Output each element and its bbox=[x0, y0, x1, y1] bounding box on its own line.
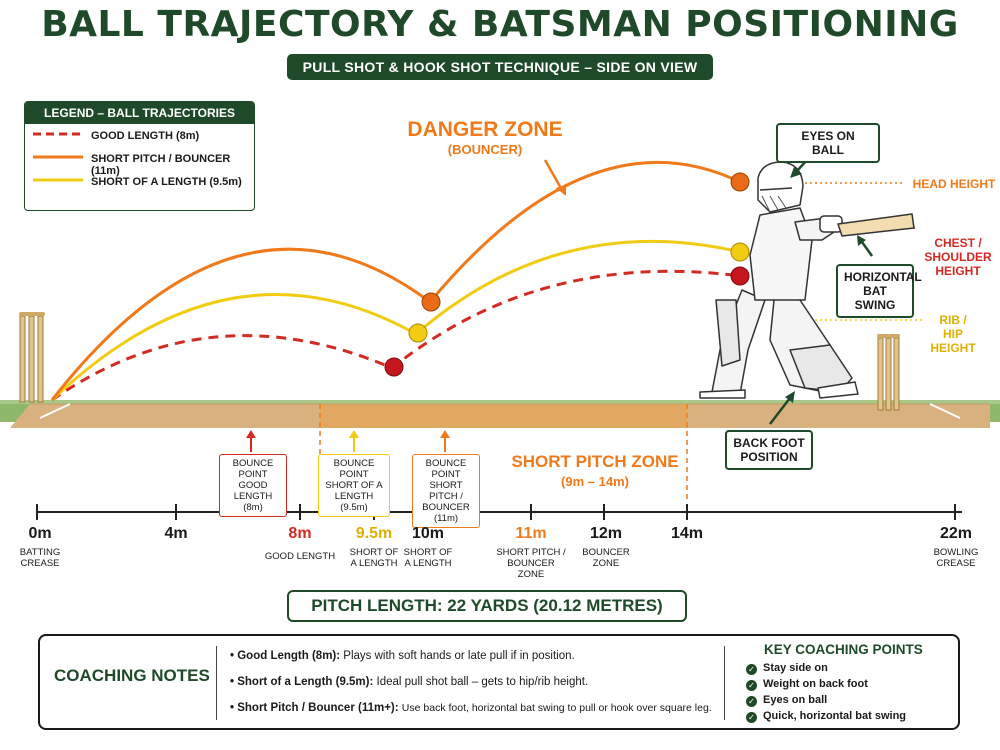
short-pitch-zone-shade bbox=[320, 404, 687, 428]
tick-10m: 10m SHORT OF A LENGTH bbox=[403, 525, 453, 569]
legend-title: LEGEND – BALL TRAJECTORIES bbox=[25, 102, 254, 124]
bowling-stumps bbox=[877, 334, 900, 411]
pitch-length-banner: PITCH LENGTH: 22 YARDS (20.12 METRES) bbox=[287, 590, 687, 622]
key-point-item: ✓Quick, horizontal bat swing bbox=[746, 710, 906, 723]
key-points-title: KEY COACHING POINTS bbox=[764, 642, 923, 657]
danger-zone-label: DANGER ZONE (BOUNCER) bbox=[405, 118, 565, 157]
key-point-item: ✓Weight on back foot bbox=[746, 678, 868, 691]
bounce-box-good-length: BOUNCE POINT GOOD LENGTH (8m) bbox=[219, 454, 287, 517]
danger-zone-subtitle: (BOUNCER) bbox=[447, 142, 523, 157]
legend: LEGEND – BALL TRAJECTORIES GOOD LENGTH (… bbox=[24, 101, 255, 211]
note-short-of-length: • Short of a Length (9.5m): Ideal pull s… bbox=[230, 676, 589, 688]
bounce-box-short-of-length: BOUNCE POINT SHORT OF A LENGTH (9.5m) bbox=[318, 454, 390, 517]
tick-12m: 12m BOUNCER ZONE bbox=[582, 525, 630, 569]
head-height-label: HEAD HEIGHT bbox=[912, 177, 996, 191]
ball-good-bounce bbox=[384, 357, 404, 377]
tick-8m: 8m GOOD LENGTH bbox=[264, 525, 336, 562]
note-bouncer: • Short Pitch / Bouncer (11m+): Use back… bbox=[230, 702, 712, 714]
tick-4m: 4m bbox=[164, 525, 188, 542]
tick-9.5m: 9.5m SHORT OF A LENGTH bbox=[349, 525, 399, 569]
page-title: BALL TRAJECTORY & BATSMAN POSITIONING bbox=[41, 4, 959, 45]
tick-0m: 0m BATTING CREASE bbox=[19, 525, 61, 569]
ball-head bbox=[730, 172, 750, 192]
batting-stumps bbox=[19, 312, 45, 403]
key-point-item: ✓Stay side on bbox=[746, 662, 828, 675]
check-icon: ✓ bbox=[746, 664, 757, 675]
coaching-notes-title: COACHING NOTES bbox=[54, 666, 210, 685]
check-icon: ✓ bbox=[746, 696, 757, 707]
eyes-on-ball-callout: EYES ON BALL bbox=[776, 123, 880, 163]
note-good-length: • Good Length (8m): Plays with soft hand… bbox=[230, 650, 575, 662]
subtitle-banner: PULL SHOT & HOOK SHOT TECHNIQUE – SIDE O… bbox=[286, 54, 714, 80]
danger-zone-title: DANGER ZONE bbox=[407, 118, 563, 141]
ball-bouncer-bounce bbox=[421, 292, 441, 312]
tick-22m: 22m BOWLING CREASE bbox=[933, 525, 979, 569]
key-point-item: ✓Eyes on ball bbox=[746, 694, 827, 707]
legend-item-short-of-length: SHORT OF A LENGTH (9.5m) bbox=[33, 176, 242, 188]
legend-item-bouncer: SHORT PITCH / BOUNCER (11m) bbox=[33, 153, 231, 177]
ball-short-bounce bbox=[408, 323, 428, 343]
back-foot-callout: BACK FOOT POSITION bbox=[725, 430, 813, 470]
tick-11m: 11m SHORT PITCH / BOUNCER ZONE bbox=[496, 525, 566, 580]
ball-chest bbox=[730, 242, 750, 262]
legend-item-good-length: GOOD LENGTH (8m) bbox=[33, 130, 200, 142]
chest-height-label: CHEST / SHOULDER HEIGHT bbox=[924, 236, 992, 278]
rib-height-label: RIB / HIP HEIGHT bbox=[930, 313, 976, 355]
bounce-box-bouncer: BOUNCE POINT SHORT PITCH / BOUNCER (11m) bbox=[412, 454, 480, 528]
short-pitch-zone-title: SHORT PITCH ZONE bbox=[511, 452, 679, 471]
bat-swing-callout: HORIZONTAL BAT SWING bbox=[836, 264, 922, 318]
check-icon: ✓ bbox=[746, 712, 757, 723]
ball-rib bbox=[730, 266, 750, 286]
short-pitch-zone-label: SHORT PITCH ZONE (9m – 14m) bbox=[500, 452, 690, 489]
trajectory-bouncer bbox=[50, 161, 741, 401]
tick-14m: 14m bbox=[670, 525, 704, 542]
check-icon: ✓ bbox=[746, 680, 757, 691]
coaching-notes-panel: COACHING NOTES • Good Length (8m): Plays… bbox=[38, 634, 960, 730]
short-pitch-zone-range: (9m – 14m) bbox=[561, 474, 629, 489]
batsman-figure bbox=[699, 161, 915, 399]
trajectory-good-length bbox=[51, 269, 741, 402]
